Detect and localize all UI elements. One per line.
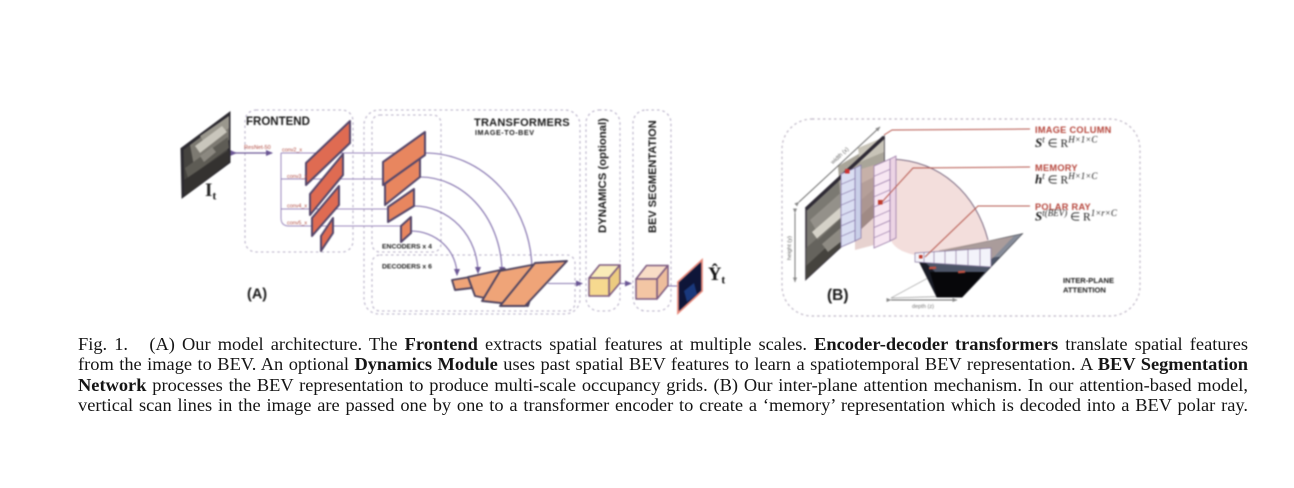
svg-text:DECODERS x 6: DECODERS x 6 — [382, 264, 432, 271]
svg-text:conv5_x: conv5_x — [287, 221, 307, 227]
svg-text:St(BEV) ∈ R1×r×C: St(BEV) ∈ R1×r×C — [1035, 208, 1118, 224]
svg-text:TRANSFORMERS: TRANSFORMERS — [474, 117, 570, 129]
svg-text:ht ∈ RH×1×C: ht ∈ RH×1×C — [1035, 171, 1098, 187]
svg-text:ATTENTION: ATTENTION — [1063, 286, 1106, 295]
svg-text:(B): (B) — [827, 287, 849, 304]
svg-text:It: It — [205, 180, 216, 203]
svg-text:FRONTEND: FRONTEND — [246, 116, 310, 128]
svg-text:BEV SEGMENTATION: BEV SEGMENTATION — [647, 120, 659, 233]
svg-text:Ŷt: Ŷt — [708, 263, 725, 287]
svg-text:IMAGE-TO-BEV: IMAGE-TO-BEV — [475, 128, 535, 137]
svg-text:IMAGE COLUMN: IMAGE COLUMN — [1035, 125, 1112, 135]
svg-text:ResNet-50: ResNet-50 — [244, 145, 271, 151]
svg-text:conv4_x: conv4_x — [287, 204, 307, 210]
svg-text:conv3_x: conv3_x — [287, 174, 307, 180]
svg-text:POLAR RAY: POLAR RAY — [1035, 202, 1091, 212]
svg-text:ENCODERS x 4: ENCODERS x 4 — [382, 244, 432, 251]
svg-text:INTER-PLANE: INTER-PLANE — [1063, 276, 1114, 285]
svg-text:St ∈ RH×1×C: St ∈ RH×1×C — [1035, 135, 1098, 151]
svg-text:(A): (A) — [247, 287, 267, 303]
svg-text:DYNAMICS (optional): DYNAMICS (optional) — [597, 118, 609, 233]
svg-text:MEMORY: MEMORY — [1035, 163, 1078, 173]
svg-text:conv2_x: conv2_x — [282, 148, 302, 154]
svg-text:depth (z): depth (z) — [912, 304, 934, 310]
svg-text:height (y): height (y) — [787, 236, 793, 260]
